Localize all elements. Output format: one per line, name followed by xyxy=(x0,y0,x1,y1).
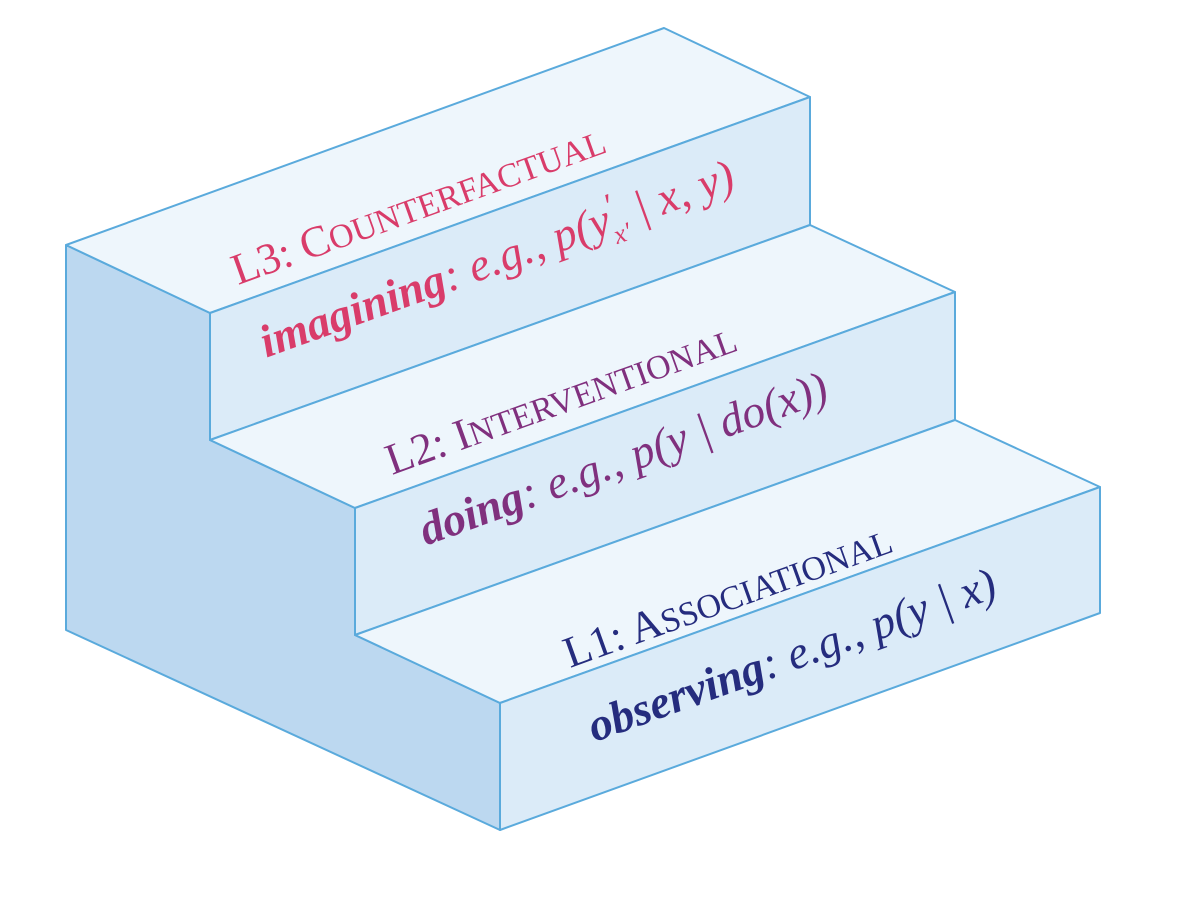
step1-front-face xyxy=(499,486,1101,831)
